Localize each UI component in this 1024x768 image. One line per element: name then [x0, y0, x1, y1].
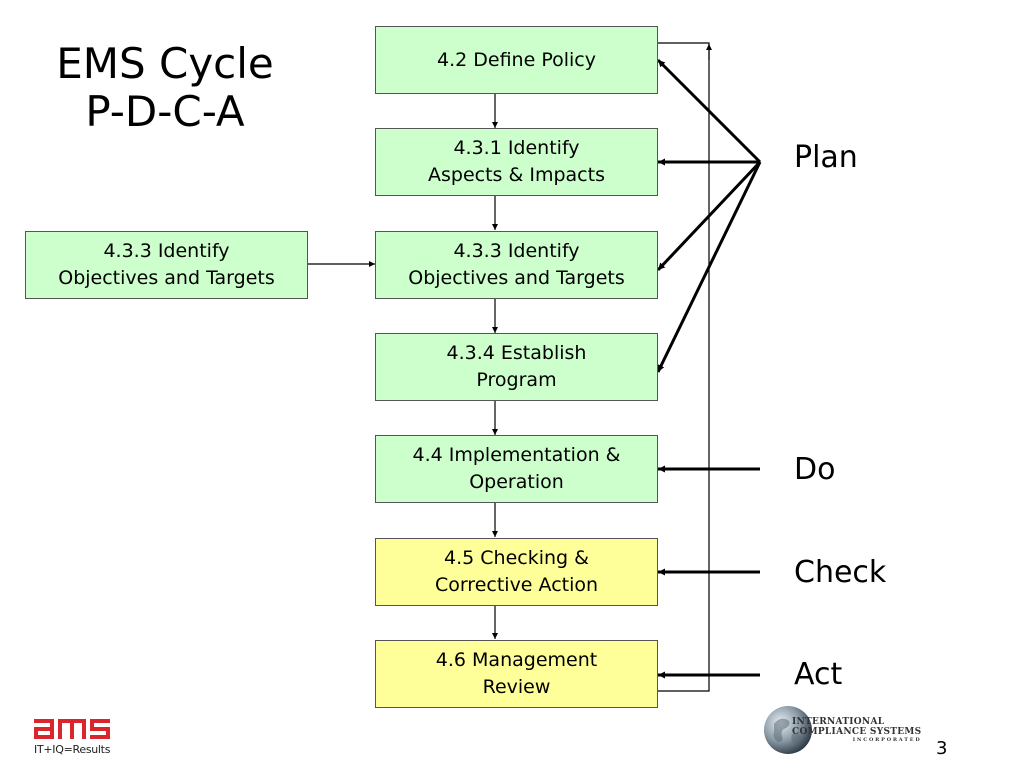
feedback-loop-line	[657, 42, 710, 692]
plan-arrow-policy	[656, 58, 762, 164]
ics-name-line-2: COMPLIANCE SYSTEMS	[792, 727, 922, 737]
phase-label-check: Check	[794, 555, 887, 590]
box-identify-aspects: 4.3.1 Identify Aspects & Impacts	[375, 128, 658, 196]
page-number: 3	[936, 738, 948, 759]
phase-label-act: Act	[794, 657, 843, 692]
globe-icon	[764, 706, 812, 754]
box-checking: 4.5 Checking & Corrective Action	[375, 538, 658, 606]
ams-tagline: IT+IQ=Results	[34, 743, 111, 756]
plan-arrow-program	[656, 161, 762, 373]
plan-arrow-objectives	[656, 160, 762, 272]
ics-name-line-1: INTERNATIONAL	[792, 717, 885, 727]
title-line-1: EMS Cycle	[56, 39, 274, 88]
phase-label-do: Do	[794, 452, 836, 487]
box-objectives-targets: 4.3.3 Identify Objectives and Targets	[375, 231, 658, 299]
ics-logo-text: INTERNATIONAL COMPLIANCE SYSTEMS INCORPO…	[792, 717, 921, 744]
slide-title: EMS Cycle P-D-C-A	[30, 40, 300, 136]
ics-name-line-3: INCORPORATED	[852, 737, 922, 743]
box-objectives-side: 4.3.3 Identify Objectives and Targets	[25, 231, 308, 299]
phase-label-plan: Plan	[794, 140, 858, 175]
title-line-2: P-D-C-A	[85, 87, 245, 136]
box-define-policy: 4.2 Define Policy	[375, 26, 658, 94]
box-implementation: 4.4 Implementation & Operation	[375, 435, 658, 503]
box-establish-program: 4.3.4 Establish Program	[375, 333, 658, 401]
box-management-review: 4.6 Management Review	[375, 640, 658, 708]
ams-logo	[34, 719, 110, 739]
